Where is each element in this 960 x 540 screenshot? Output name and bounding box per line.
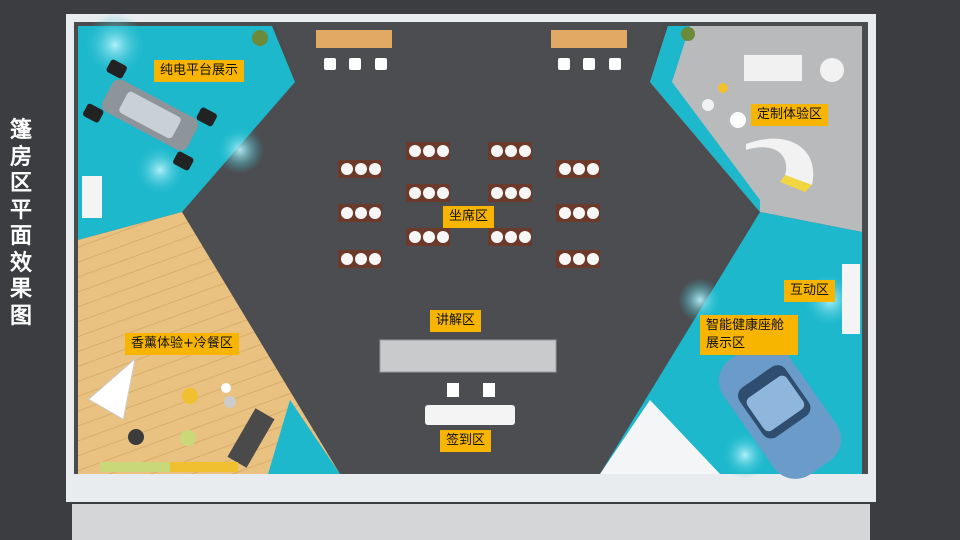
side-title: 篷房区平面效果图: [9, 118, 32, 329]
chair: [409, 231, 421, 243]
seat-rows: [338, 142, 600, 268]
chair: [437, 187, 449, 199]
zone-label-check-in: 签到区: [440, 430, 492, 452]
chair: [437, 231, 449, 243]
lecture-stage: [379, 339, 557, 373]
chair-group: [556, 250, 600, 268]
table-top-right: [551, 30, 627, 48]
bench-green: [100, 462, 170, 472]
chair: [369, 253, 381, 265]
chair: [519, 145, 531, 157]
stool: [182, 388, 198, 404]
custom-counter: [744, 55, 802, 81]
chair: [587, 253, 599, 265]
chair: [341, 163, 353, 175]
check-in-chair: [483, 383, 495, 397]
plant-icon: [252, 30, 268, 46]
chair: [409, 187, 421, 199]
chair-group: [488, 228, 532, 246]
chair: [355, 253, 367, 265]
light-glow: [678, 278, 722, 322]
curved-bench-yellow: [780, 175, 812, 192]
check-in-chair: [447, 383, 459, 397]
plant-icon: [681, 27, 695, 41]
stool: [128, 429, 144, 445]
chair: [437, 145, 449, 157]
chair: [355, 163, 367, 175]
stools-top-left: [324, 58, 387, 70]
chair: [519, 187, 531, 199]
stool: [221, 383, 231, 393]
bench-yellow: [170, 462, 238, 472]
chair: [573, 207, 585, 219]
table-top-left: [316, 30, 392, 48]
chair: [423, 187, 435, 199]
chair: [573, 163, 585, 175]
chair: [355, 207, 367, 219]
chair: [519, 231, 531, 243]
chair-group: [406, 142, 450, 160]
wall-panel: [842, 264, 860, 334]
chair: [409, 145, 421, 157]
chair: [341, 253, 353, 265]
chair: [505, 187, 517, 199]
chair: [587, 163, 599, 175]
chair: [423, 145, 435, 157]
zone-label-interactive: 互动区: [784, 280, 836, 302]
stool: [180, 430, 196, 446]
stools-top-right: [558, 58, 621, 70]
carpet-area: [180, 22, 760, 474]
stool: [224, 396, 236, 408]
chair-group: [556, 160, 600, 178]
light-glow: [83, 13, 147, 77]
chair-group: [338, 160, 382, 178]
stool: [718, 83, 728, 93]
chair-group: [406, 184, 450, 202]
light-glow: [134, 144, 186, 196]
teal-corner-bottom-left: [268, 400, 340, 474]
sofa: [227, 408, 275, 468]
chair-group: [406, 228, 450, 246]
zone-label-seating: 坐席区: [443, 206, 495, 228]
zone-label-lecture: 讲解区: [430, 310, 482, 332]
wall-panel: [82, 176, 102, 218]
chair: [587, 207, 599, 219]
chair-group: [488, 142, 532, 160]
bottom-walkway: [72, 504, 870, 540]
stool: [702, 99, 714, 111]
display-shelf: [87, 357, 136, 421]
display-car: [718, 341, 842, 479]
stool: [730, 112, 746, 128]
chair: [491, 231, 503, 243]
chair-group: [488, 184, 532, 202]
chair-group: [338, 204, 382, 222]
chair: [505, 145, 517, 157]
light-glow: [216, 126, 264, 174]
zone-label-ev-platform: 纯电平台展示: [154, 60, 245, 82]
check-in-desk: [425, 405, 515, 425]
round-table: [820, 58, 844, 82]
white-wedge: [600, 400, 720, 474]
chair: [559, 163, 571, 175]
zone-label-custom-experience: 定制体验区: [751, 104, 829, 126]
ev-chassis: [83, 59, 217, 171]
chair: [491, 145, 503, 157]
chair: [505, 231, 517, 243]
teal-strip-top-right: [650, 26, 760, 212]
chair: [573, 253, 585, 265]
chair-group: [338, 250, 382, 268]
chair: [369, 163, 381, 175]
chair: [559, 253, 571, 265]
chair: [491, 187, 503, 199]
zone-label-aroma-dining: 香薰体验+冷餐区: [125, 333, 239, 355]
chair-group: [556, 204, 600, 222]
chair: [559, 207, 571, 219]
chair: [341, 207, 353, 219]
chair: [369, 207, 381, 219]
curved-bench: [746, 138, 814, 185]
zone-label-smart-health: 智能健康座舱展示区: [700, 315, 798, 355]
chair: [423, 231, 435, 243]
